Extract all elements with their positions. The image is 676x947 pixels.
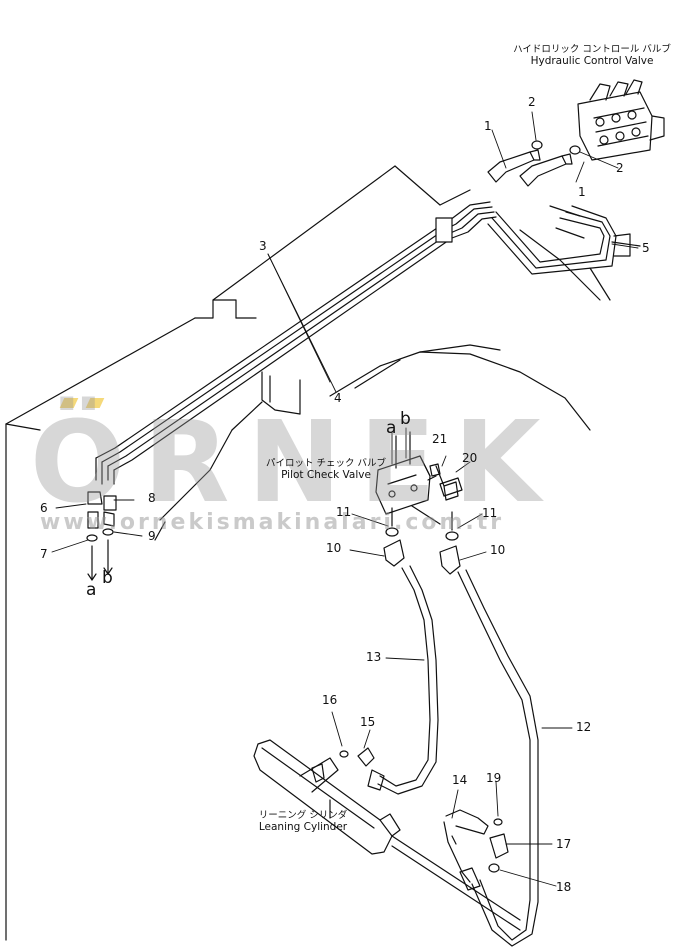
control-valve-block — [577, 79, 665, 161]
callout-7: 7 — [40, 547, 48, 561]
leaning-cylinder — [253, 739, 521, 931]
machine-frame-outline — [5, 165, 611, 941]
callout-13: 13 — [366, 650, 382, 664]
control-valve-caption-en: Hydraulic Control Valve — [530, 55, 654, 67]
callout-9: 9 — [148, 529, 156, 543]
callout-8: 8 — [148, 491, 156, 505]
callout-11: 11 — [482, 506, 498, 520]
callout-1: 1 — [578, 185, 586, 199]
watermark-logo: ÖRNEK — [30, 398, 559, 528]
callout-4: 4 — [334, 391, 342, 405]
callout-6: 6 — [40, 501, 48, 515]
left-end-fittings — [86, 491, 117, 581]
callout-20: 20 — [462, 451, 478, 465]
cylinder-caption-jp: リーニング シリンダ — [258, 810, 348, 821]
port-mark-b: b — [400, 409, 411, 429]
port-mark-a: a — [386, 418, 397, 438]
bolt-20 — [429, 463, 459, 501]
callout-10: 10 — [490, 543, 506, 557]
callout-5: 5 — [642, 241, 650, 255]
callout-18: 18 — [556, 880, 572, 894]
tube-pair-5 — [487, 205, 641, 275]
pilot-valve-caption-jp: パイロット チェック バルブ — [265, 458, 387, 469]
callout-21: 21 — [432, 432, 448, 446]
watermark-url: www.ornekismakinalari.com.tr — [40, 510, 505, 535]
callout-14: 14 — [452, 773, 468, 787]
callout-2: 2 — [528, 95, 536, 109]
port-mark-a: a — [86, 580, 97, 600]
port-mark-b: b — [102, 568, 113, 588]
callout-12: 12 — [576, 720, 592, 734]
leader-lines — [51, 111, 639, 887]
hose-12 — [457, 569, 539, 947]
control-valve-caption-jp: ハイドロリック コントロール バルブ — [513, 44, 671, 55]
callout-17: 17 — [556, 837, 572, 851]
cylinder-fittings — [339, 747, 509, 883]
hose-13 — [367, 565, 439, 795]
callout-1: 1 — [484, 119, 492, 133]
cylinder-caption-en: Leaning Cylinder — [258, 821, 348, 833]
pilot-check-valve-body — [375, 431, 463, 525]
callout-10: 10 — [326, 541, 342, 555]
callout-16: 16 — [322, 693, 338, 707]
callout-15: 15 — [360, 715, 376, 729]
pilot-valve-caption-en: Pilot Check Valve — [281, 469, 371, 481]
callout-11: 11 — [336, 505, 352, 519]
tube-pair-3-4 — [95, 201, 497, 485]
callout-3: 3 — [259, 239, 267, 253]
callout-2: 2 — [616, 161, 624, 175]
elbows-10 — [383, 507, 461, 575]
callout-19: 19 — [486, 771, 502, 785]
elbow-fittings-1 — [487, 140, 581, 187]
